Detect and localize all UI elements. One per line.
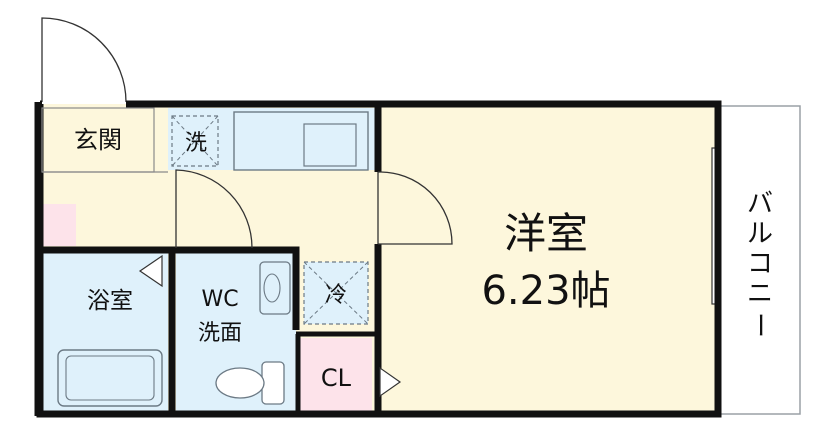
label-fridge: 冷 (325, 283, 347, 308)
closet-door-marker (379, 366, 402, 398)
label-washer: 洗 (185, 131, 207, 156)
label-wc-line1: WC (201, 287, 238, 312)
toilet-bowl (215, 367, 265, 399)
wc-door (175, 169, 253, 249)
washer-diag-1 (171, 115, 219, 167)
label-balcony-3: コ (747, 249, 773, 279)
living-door (377, 171, 453, 245)
floor-pink-corner (42, 204, 76, 246)
label-balcony-5: ー (744, 312, 774, 338)
label-bath: 浴室 (87, 288, 133, 314)
label-entrance: 玄関 (74, 126, 122, 154)
fridge-diag-2 (303, 261, 369, 325)
bathtub-inner (65, 355, 155, 401)
wall-bath (40, 246, 300, 330)
washbasin-bowl (263, 273, 281, 303)
label-balcony-4: ニ (747, 279, 773, 309)
kitchen-counter (233, 111, 369, 171)
washbasin (259, 261, 291, 315)
kitchen-sink (303, 123, 357, 167)
washer-space (171, 115, 219, 167)
label-western-room-size: 6.23帖 (481, 268, 610, 314)
label-western-room: 洋室 (504, 209, 588, 258)
floor-closet (300, 338, 372, 412)
entrance-door (41, 17, 127, 103)
label-wc-line2: 洗面 (198, 321, 242, 346)
bathtub (57, 349, 163, 407)
toilet-tank (261, 361, 285, 405)
bath-door-marker (138, 254, 163, 288)
label-balcony-2: ル (747, 219, 773, 249)
label-closet: CL (321, 364, 352, 392)
washer-diag-2 (171, 115, 219, 167)
label-balcony-1: バ (747, 189, 773, 219)
